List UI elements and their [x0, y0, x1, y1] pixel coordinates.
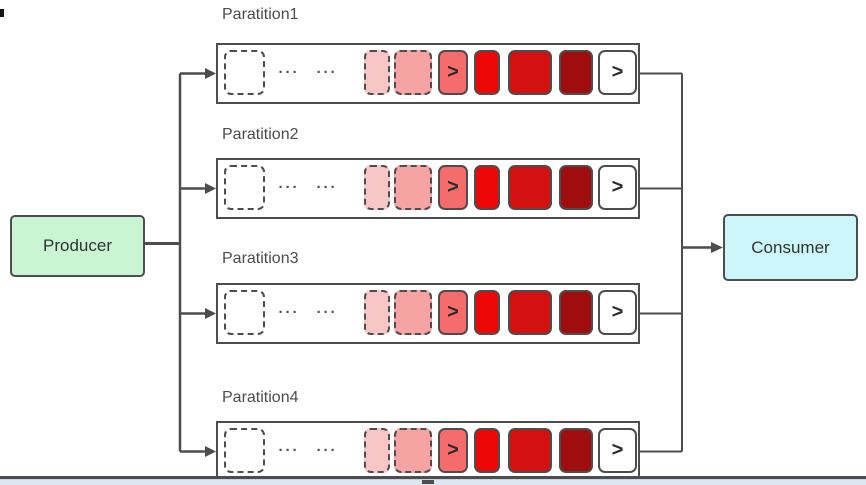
ellipsis-icon: ··· — [316, 442, 338, 459]
partial-slot-lightest — [364, 428, 390, 473]
ellipsis-icon: ··· — [316, 179, 338, 196]
empty-slot — [224, 50, 265, 95]
partial-slot-lightest — [364, 165, 390, 210]
ellipsis-icon: ··· — [278, 442, 300, 459]
partial-slot-lightest — [364, 290, 390, 335]
partial-slot-light — [394, 428, 432, 473]
partition-label: Paratition2 — [222, 126, 299, 143]
full-slot-dark — [559, 50, 593, 95]
partial-slot-lightest — [364, 50, 390, 95]
full-slot — [508, 165, 552, 210]
consumer-node: Consumer — [723, 214, 858, 281]
partial-slot-light — [394, 50, 432, 95]
read-pointer-slot: > — [598, 165, 637, 210]
partial-slot-light — [394, 165, 432, 210]
partition-queue: ··· ··· > > — [216, 421, 640, 482]
empty-slot — [224, 290, 265, 335]
window-edge-line — [0, 476, 866, 479]
partition-label: Paratition1 — [222, 6, 299, 23]
full-slot-dark — [559, 290, 593, 335]
full-slot — [508, 290, 552, 335]
full-slot — [508, 428, 552, 473]
write-pointer-slot: > — [438, 428, 468, 473]
partition-label: Paratition4 — [222, 389, 299, 406]
ellipsis-icon: ··· — [278, 64, 300, 81]
producer-node: Producer — [10, 215, 145, 277]
full-slot-bright — [474, 428, 500, 473]
partition-queue: ··· ··· > > — [216, 158, 640, 219]
full-slot — [508, 50, 552, 95]
empty-slot — [224, 428, 265, 473]
partial-slot-light — [394, 290, 432, 335]
full-slot-bright — [474, 290, 500, 335]
ellipsis-icon: ··· — [278, 179, 300, 196]
ellipsis-icon: ··· — [316, 304, 338, 321]
partition-queue: ··· ··· > > — [216, 283, 640, 344]
window-edge-tick — [422, 480, 434, 484]
ellipsis-icon: ··· — [278, 304, 300, 321]
read-pointer-slot: > — [598, 50, 637, 95]
read-pointer-slot: > — [598, 290, 637, 335]
read-pointer-slot: > — [598, 428, 637, 473]
write-pointer-slot: > — [438, 165, 468, 210]
partition-label: Paratition3 — [222, 250, 299, 267]
write-pointer-slot: > — [438, 290, 468, 335]
write-pointer-slot: > — [438, 50, 468, 95]
full-slot-bright — [474, 50, 500, 95]
screen-edge-artifact — [0, 9, 4, 17]
full-slot-dark — [559, 428, 593, 473]
empty-slot — [224, 165, 265, 210]
consumer-label: Consumer — [751, 237, 830, 257]
ellipsis-icon: ··· — [316, 64, 338, 81]
producer-label: Producer — [43, 236, 112, 255]
full-slot-dark — [559, 165, 593, 210]
partition-queue: ··· ··· > > — [216, 43, 640, 104]
full-slot-bright — [474, 165, 500, 210]
